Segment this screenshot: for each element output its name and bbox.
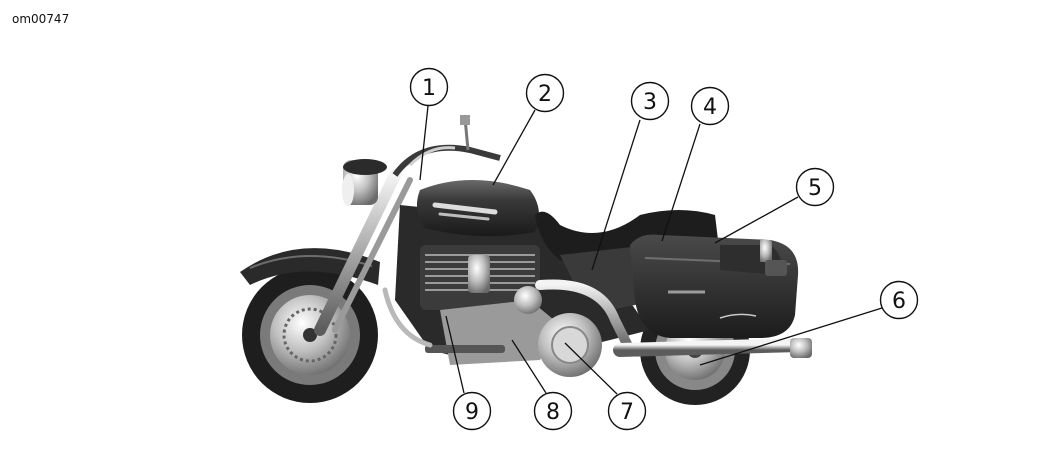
leader-line-6 bbox=[699, 307, 883, 366]
fuel-tank bbox=[416, 180, 539, 237]
svg-text:7: 7 bbox=[620, 400, 634, 425]
leader-line-2 bbox=[492, 109, 536, 186]
figure-id: om00747 bbox=[12, 12, 70, 26]
callout-1: 1 bbox=[409, 67, 449, 107]
front-forks bbox=[314, 169, 413, 336]
leader-line-8 bbox=[511, 339, 547, 394]
svg-text:4: 4 bbox=[703, 95, 717, 120]
engine bbox=[420, 245, 540, 310]
svg-text:3: 3 bbox=[643, 90, 657, 115]
svg-text:2: 2 bbox=[538, 82, 552, 107]
svg-text:8: 8 bbox=[546, 400, 560, 425]
leader-line-5 bbox=[714, 196, 799, 244]
leader-line-3 bbox=[591, 119, 641, 271]
leader-line-9 bbox=[445, 315, 465, 394]
leader-line-4 bbox=[661, 123, 701, 242]
callout-3: 3 bbox=[630, 81, 670, 121]
callout-8: 8 bbox=[533, 391, 573, 431]
callout-7: 7 bbox=[607, 391, 647, 431]
callout-5: 5 bbox=[795, 167, 835, 207]
engine-guard bbox=[382, 287, 433, 348]
callout-4: 4 bbox=[690, 86, 730, 126]
svg-text:9: 9 bbox=[465, 400, 479, 425]
exhaust-pipe bbox=[535, 279, 812, 358]
handlebar bbox=[392, 115, 501, 177]
front-fender bbox=[240, 248, 380, 285]
callout-6: 6 bbox=[879, 280, 919, 320]
motorcycle-illustration bbox=[240, 115, 812, 405]
tail-light bbox=[760, 240, 772, 262]
svg-text:1: 1 bbox=[422, 76, 436, 101]
headlight bbox=[342, 159, 387, 206]
leader-line-1 bbox=[419, 105, 429, 181]
callout-9: 9 bbox=[452, 391, 492, 431]
footboard bbox=[425, 345, 505, 353]
svg-text:5: 5 bbox=[808, 176, 822, 201]
svg-text:6: 6 bbox=[892, 289, 906, 314]
leader-line-7 bbox=[564, 342, 618, 395]
callout-2: 2 bbox=[525, 73, 565, 113]
